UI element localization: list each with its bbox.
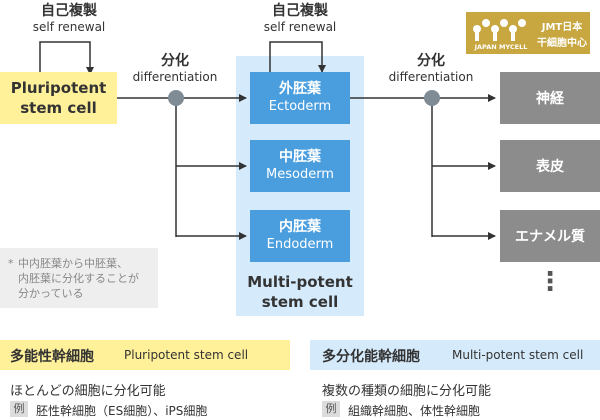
more-cell-types-marker: ⋮ [537, 267, 563, 297]
logo: JAPAN MYCELL JMT日本 干細胞中心 [466, 12, 590, 54]
logo-mark-icon [473, 19, 526, 41]
self-renewal-label-mid: 自己複製 self renewal [244, 0, 356, 34]
differentiation-jp: 分化 [417, 53, 445, 69]
cell-type-enamel: エナメル質 [500, 210, 600, 262]
multipotent-line1: Multi-potent [247, 273, 353, 291]
legend-pluripotent-example-tag: 例 [10, 401, 28, 417]
differentiation-label-left: 分化 differentiation [120, 50, 230, 84]
mesoderm-jp: 中胚葉 [279, 149, 321, 165]
logo-jp-2: 干細胞中心 [537, 38, 587, 49]
self-renewal-en: self renewal [32, 20, 106, 34]
branch-node-left [168, 90, 184, 106]
logo-en: JAPAN MYCELL [474, 43, 528, 51]
ectoderm-en: Ectoderm [268, 99, 332, 114]
legend-pluripotent-example: 胚性幹細胞（ES細胞）、iPS細胞 [36, 404, 208, 418]
ectoderm-jp: 外胚葉 [279, 81, 321, 97]
self-renewal-loop-mid [269, 41, 326, 76]
legend-multipotent-title-en: Multi-potent stem cell [452, 348, 584, 362]
legend-multipotent-title-jp: 多分化能幹細胞 [322, 349, 420, 365]
ectoderm-box: 外胚葉 Ectoderm [250, 72, 350, 124]
legend-pluripotent-description: ほとんどの細胞に分化可能 [10, 384, 166, 399]
legend-multipotent-example: 組織幹細胞、体性幹細胞 [348, 404, 481, 418]
branch-node-right [424, 90, 440, 106]
logo-jp-1: JMT日本 [541, 22, 583, 33]
differentiation-en: differentiation [388, 70, 474, 84]
self-renewal-jp: 自己複製 [272, 3, 328, 19]
note-box: * 中内胚葉から中胚葉、 内胚葉に分化することが 分かっている [0, 248, 158, 308]
multipotent-line2: stem cell [261, 293, 339, 311]
legend-pluripotent-bar: 多能性幹細胞 Pluripotent stem cell [0, 340, 290, 370]
self-renewal-loop-left [39, 41, 94, 75]
endoderm-en: Endoderm [266, 237, 334, 252]
differentiation-jp: 分化 [161, 53, 189, 69]
mesoderm-box: 中胚葉 Mesoderm [250, 140, 350, 192]
endoderm-box: 内胚葉 Endoderm [250, 210, 350, 262]
endoderm-jp: 内胚葉 [279, 219, 321, 235]
note-line-2: 内胚葉に分化することが [18, 272, 139, 285]
mesoderm-en: Mesoderm [266, 167, 334, 182]
pluripotent-stem-cell-box: Pluripotent stem cell [0, 72, 117, 124]
note-line-1: 中内胚葉から中胚葉、 [18, 257, 128, 270]
pluripotent-line2: stem cell [20, 99, 97, 117]
legend-multipotent-example-tag: 例 [322, 401, 340, 417]
cell-type-neuron: 神経 [500, 72, 600, 124]
differentiation-label-right: 分化 differentiation [376, 50, 486, 84]
self-renewal-label-left: 自己複製 self renewal [14, 0, 124, 34]
legend-multipotent-bar: 多分化能幹細胞 Multi-potent stem cell [310, 340, 600, 370]
multipotent-label: Multi-potent stem cell [236, 272, 364, 312]
cell-type-epidermis: 表皮 [500, 140, 600, 192]
note-line-3: 分かっている [18, 287, 84, 300]
pluripotent-line1: Pluripotent [10, 79, 107, 97]
note-bullet: * [8, 257, 14, 270]
legend-pluripotent-title-jp: 多能性幹細胞 [10, 349, 94, 365]
differentiation-en: differentiation [132, 70, 218, 84]
self-renewal-en: self renewal [263, 20, 337, 34]
legend-pluripotent-title-en: Pluripotent stem cell [124, 348, 249, 362]
legend-multipotent-description: 複数の種類の細胞に分化可能 [322, 384, 492, 399]
self-renewal-jp: 自己複製 [41, 3, 97, 19]
